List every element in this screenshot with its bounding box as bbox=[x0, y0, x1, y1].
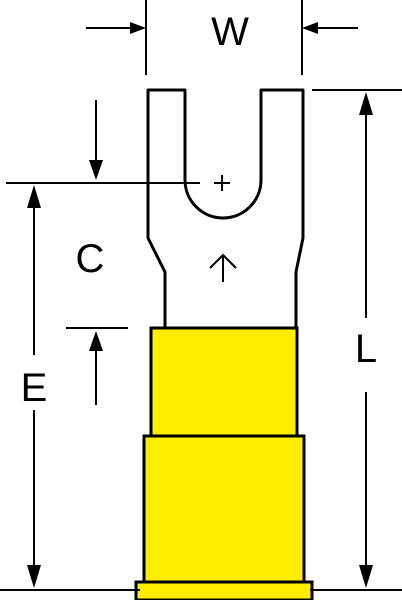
e-dimension: E bbox=[0, 185, 140, 591]
l-dimension: L bbox=[310, 89, 402, 591]
insulation-sleeve-lower bbox=[142, 434, 306, 584]
w-dimension: W bbox=[86, 0, 358, 75]
c-label: C bbox=[76, 237, 105, 281]
insulation-sleeve-upper bbox=[149, 326, 299, 438]
c-dimension: C bbox=[6, 100, 200, 405]
insulation-sleeve-base bbox=[134, 580, 314, 600]
plus-icon bbox=[214, 175, 230, 191]
up-arrow-icon bbox=[209, 253, 237, 282]
spade-terminal-outline bbox=[146, 88, 305, 330]
w-label: W bbox=[211, 10, 249, 54]
l-label: L bbox=[355, 327, 377, 371]
e-label: E bbox=[21, 366, 48, 410]
